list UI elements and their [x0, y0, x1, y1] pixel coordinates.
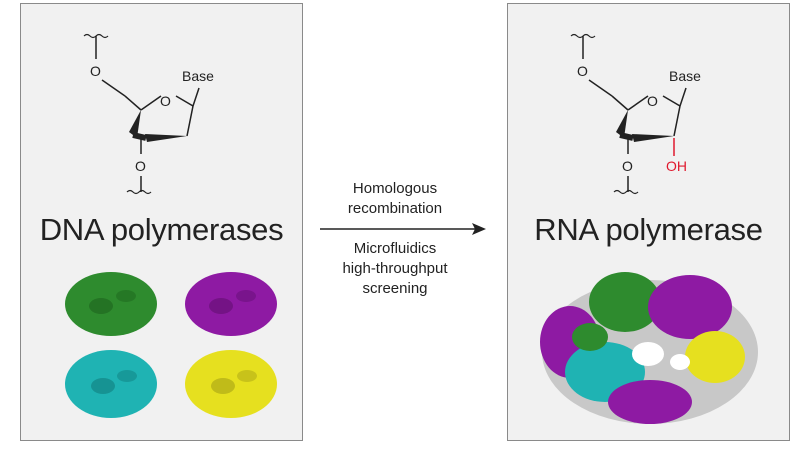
rna-polymerase-complex-structure — [540, 272, 758, 424]
arrow-label-line: Homologous — [352, 180, 438, 197]
arrow-label-line: recombination — [347, 200, 443, 217]
ribose-structure: O O Base OH O — [570, 33, 701, 195]
dna-polymerases-title: DNA polymerases — [39, 212, 284, 247]
protein-purple — [185, 272, 277, 336]
ring-oxygen-label: O — [160, 93, 171, 109]
ring-oxygen-label: O — [647, 93, 658, 109]
dna-polymerase-structures — [65, 272, 277, 418]
o-label-bottom: O — [135, 158, 146, 174]
base-label: Base — [669, 68, 701, 84]
o-label-top: O — [577, 63, 588, 79]
deoxyribose-structure: O O Base O — [83, 33, 214, 195]
arrow-label-line: high-throughput — [342, 260, 448, 277]
hydroxyl-label: OH — [666, 158, 687, 174]
arrow-label-below: Microfluidics high-throughput screening — [275, 239, 515, 299]
protein-green — [65, 272, 157, 336]
arrow-label-above: Homologous recombination — [275, 179, 515, 219]
protein-yellow — [185, 350, 277, 418]
rna-polymerase-panel: O O Base OH O RNA polymerase — [507, 3, 790, 441]
protein-cyan — [65, 350, 157, 418]
dna-polymerases-panel: O O Base O DNA polymerases — [20, 3, 303, 441]
base-label: Base — [182, 68, 214, 84]
arrow-label-line: screening — [362, 280, 428, 297]
o-label-top: O — [90, 63, 101, 79]
arrow-label-line: Microfluidics — [353, 240, 437, 257]
rna-polymerase-title: RNA polymerase — [534, 212, 763, 247]
right-arrow-icon — [320, 223, 486, 235]
o-label-bottom: O — [622, 158, 633, 174]
